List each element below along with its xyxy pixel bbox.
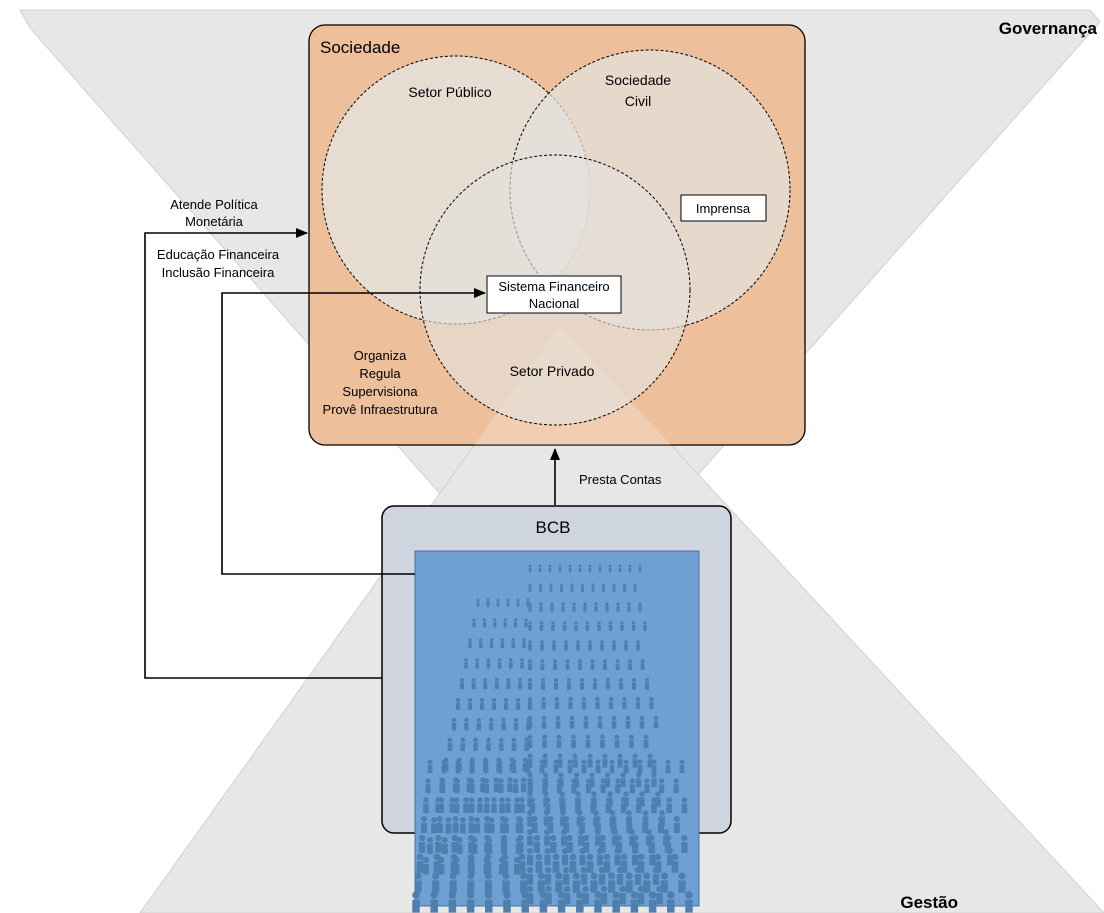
atende-label-line2: Monetária [185,214,244,229]
sfn-label-line2: Nacional [529,296,580,311]
supervisiona-label: Supervisiona [342,384,418,399]
organiza-label: Organiza [354,348,408,363]
governanca-label: Governança [999,19,1098,38]
atende-label-line1: Atende Política [170,197,258,212]
building-of-people-icon [412,550,700,913]
sfn-label-line1: Sistema Financeiro [498,279,609,294]
setor-publico-label: Setor Público [408,84,491,100]
regula-label: Regula [359,366,401,381]
inclusao-label: Inclusão Financeira [162,265,275,280]
prove-label: Provê Infraestrutura [323,402,439,417]
setor-privado-label: Setor Privado [510,363,595,379]
bcb-label: BCB [536,518,571,537]
gestao-label: Gestão [900,893,958,912]
sociedade-label: Sociedade [320,38,400,57]
presta-contas-label: Presta Contas [579,472,662,487]
sfn-arrow [221,288,486,575]
sfn-box [486,275,622,314]
imprensa-box [680,194,767,222]
politica-monetaria-arrow [144,228,382,679]
imprensa-label: Imprensa [696,201,751,216]
educacao-label: Educação Financeira [157,247,280,262]
sociedade-civil-label-line2: Civil [625,93,651,109]
sociedade-civil-label-line1: Sociedade [605,72,671,88]
